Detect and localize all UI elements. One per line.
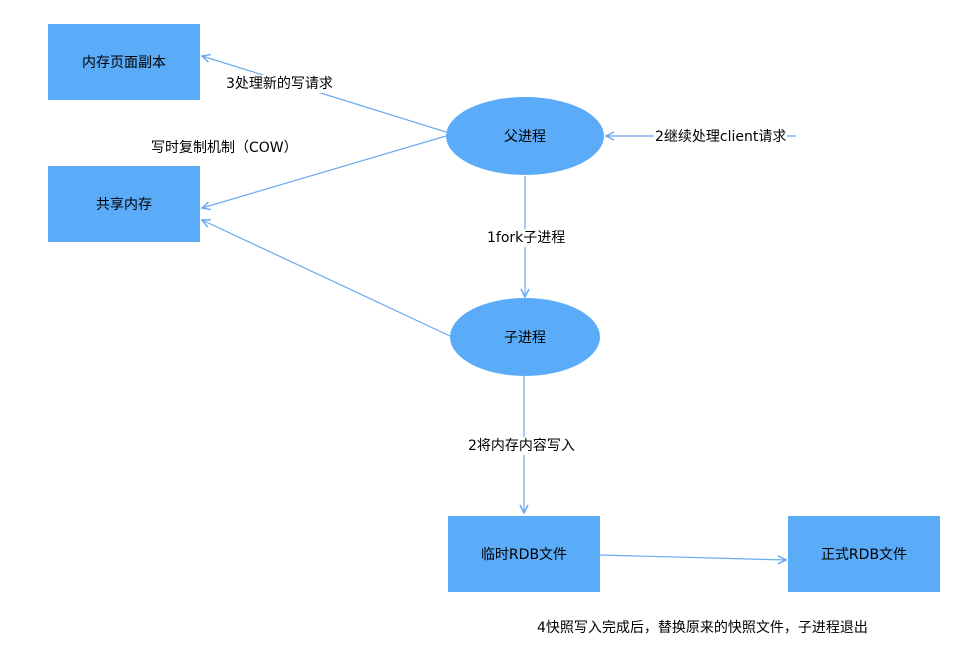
replace-snapshot-note: 4快照写入完成后，替换原来的快照文件，子进程退出 bbox=[537, 620, 868, 636]
shared-memory-label: 共享内存 bbox=[96, 197, 152, 213]
shared-memory-box: 共享内存 bbox=[48, 166, 200, 242]
cow-edge-label: 写时复制机制（COW） bbox=[151, 140, 298, 156]
memory-page-copy-box: 内存页面副本 bbox=[48, 24, 200, 100]
temp-rdb-label: 临时RDB文件 bbox=[480, 547, 568, 563]
arrow-child-to-shared-memory bbox=[202, 220, 451, 337]
final-rdb-label: 正式RDB文件 bbox=[820, 547, 908, 563]
final-rdb-box: 正式RDB文件 bbox=[788, 516, 940, 592]
arrow-parent-to-shared-memory bbox=[202, 135, 447, 208]
write-memory-edge-label: 2将内存内容写入 bbox=[467, 437, 576, 455]
write-request-edge-label: 3处理新的写请求 bbox=[225, 75, 334, 93]
arrow-temp-to-final-rdb bbox=[599, 554, 786, 560]
arrow-parent-to-memory-copy bbox=[202, 56, 447, 133]
parent-process-label: 父进程 bbox=[504, 129, 546, 145]
temp-rdb-box: 临时RDB文件 bbox=[448, 516, 600, 592]
parent-process-ellipse: 父进程 bbox=[446, 97, 604, 175]
child-process-ellipse: 子进程 bbox=[450, 298, 600, 376]
memory-page-copy-label: 内存页面副本 bbox=[82, 55, 166, 71]
child-process-label: 子进程 bbox=[504, 330, 546, 346]
fork-edge-label: 1fork子进程 bbox=[486, 229, 567, 247]
client-requests-edge-label: 2继续处理client请求 bbox=[654, 128, 788, 146]
